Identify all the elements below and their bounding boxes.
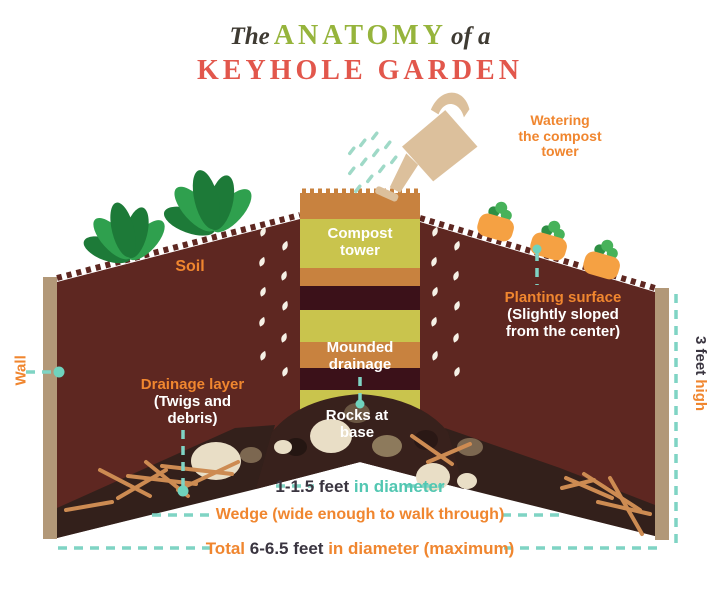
rocks-at-base-label: Rocks at base bbox=[325, 407, 389, 441]
pointer-dot bbox=[53, 366, 65, 378]
rock bbox=[416, 463, 450, 491]
planting-surface-label: Planting surface (Slightly sloped from t… bbox=[504, 289, 622, 340]
mounded-drainage-label: Mounded drainage bbox=[326, 339, 394, 373]
page-title: The ANATOMY of a KEYHOLE GARDEN bbox=[0, 20, 720, 87]
rock bbox=[457, 438, 483, 456]
pointer-dot bbox=[177, 485, 189, 497]
title-anatomy: ANATOMY bbox=[273, 20, 447, 51]
pointer-dot bbox=[355, 399, 365, 409]
rock bbox=[457, 473, 477, 489]
pointer-dots bbox=[53, 244, 542, 497]
rock bbox=[240, 447, 262, 463]
water-spray-icon bbox=[348, 131, 398, 194]
rock bbox=[285, 438, 307, 456]
title-line-2: KEYHOLE GARDEN bbox=[0, 55, 720, 87]
left-wall bbox=[43, 277, 57, 539]
rocks-group bbox=[191, 403, 483, 491]
measure-lines bbox=[26, 252, 678, 550]
rock-mound-dome-front bbox=[256, 394, 464, 489]
total-diameter-measurement: Total 6-6.5 feet in diameter (maximum) bbox=[205, 539, 515, 558]
watering-compost-tower-label: Watering the compost tower bbox=[518, 112, 602, 160]
drainage-layer-label: Drainage layer (Twigs and debris) bbox=[140, 376, 245, 427]
compost-tower-label: Compost tower bbox=[327, 225, 393, 259]
rock bbox=[310, 419, 352, 453]
rock bbox=[372, 435, 402, 457]
leafy-plant-icon bbox=[163, 170, 252, 236]
rock bbox=[344, 403, 370, 423]
wedge-measurement: Wedge (wide enough to walk through) bbox=[215, 506, 505, 523]
leafy-plant-icon bbox=[83, 202, 165, 264]
title-the: The bbox=[229, 23, 270, 50]
right-wall bbox=[655, 288, 669, 540]
soil-label: Soil bbox=[175, 258, 205, 275]
title-of-a: of a bbox=[450, 23, 491, 50]
title-keyhole-garden: KEYHOLE GARDEN bbox=[197, 55, 523, 86]
tower-diameter-measurement: 1-1.5 feet in diameter bbox=[275, 477, 445, 496]
watering-can-icon bbox=[375, 92, 478, 202]
wall-label: Wall bbox=[12, 355, 30, 386]
title-line-1: The ANATOMY of a bbox=[0, 20, 720, 52]
pointer-dot bbox=[532, 244, 542, 254]
rock bbox=[274, 440, 292, 454]
wall-height-label: 3 feet high bbox=[692, 336, 709, 412]
carrot-icon bbox=[528, 216, 574, 263]
rock bbox=[414, 430, 438, 450]
